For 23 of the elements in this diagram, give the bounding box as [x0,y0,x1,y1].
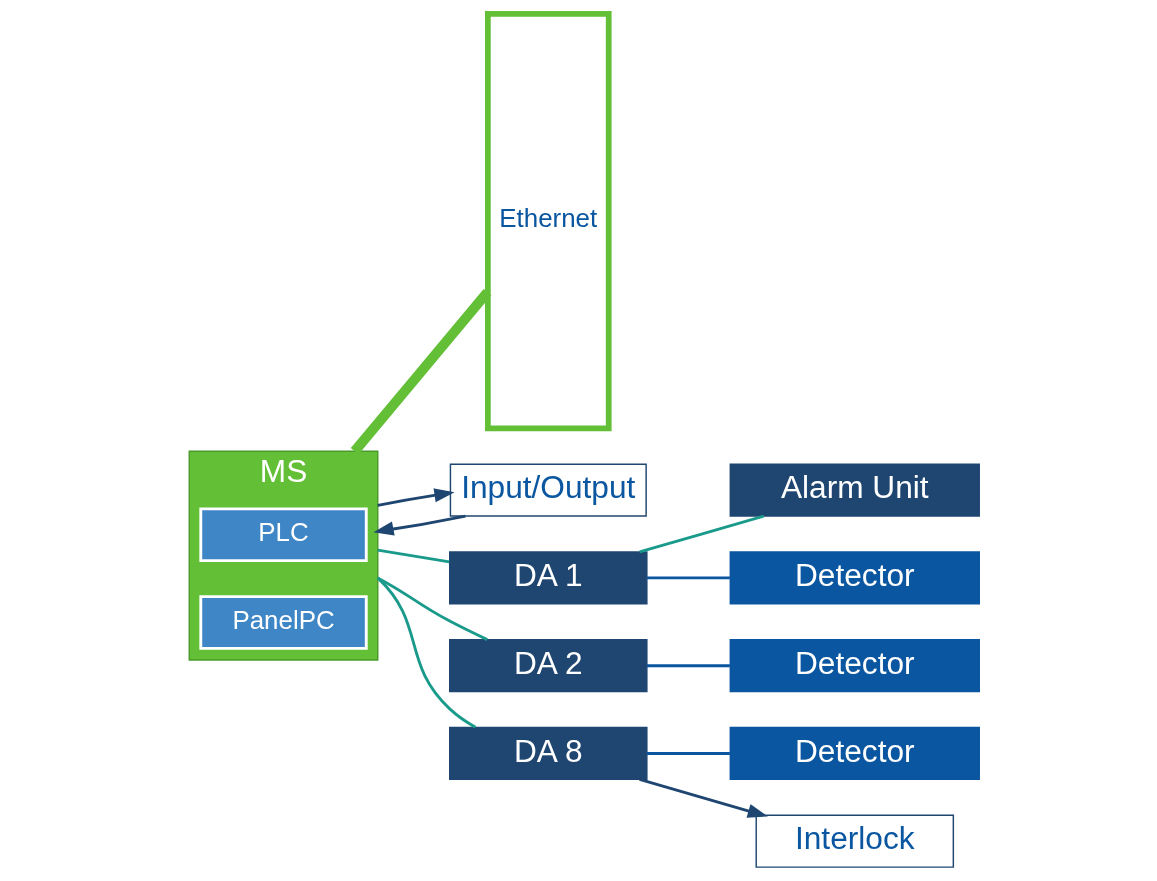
connector [376,576,477,729]
node-box: Detector [729,726,980,781]
connector [647,752,730,755]
arrow [377,488,455,507]
node-box: Detector [729,639,980,693]
node-box: Input/Output [449,463,647,517]
node-box: DA 8 [449,726,648,781]
connector [377,576,488,641]
connector [647,576,730,580]
node-box: DA 2 [449,639,648,693]
node-box: Ethernet [484,10,612,432]
node-box: Alarm Unit [729,463,980,517]
arrow [373,514,466,536]
node-box: DA 1 [449,551,648,605]
connector [647,664,730,668]
node-box: Interlock [755,814,955,868]
connector [377,548,450,564]
connector [639,514,765,554]
node-box: PLC [199,507,368,563]
node-box: Detector [729,551,980,605]
connector [350,288,492,455]
arrow [639,778,768,818]
node-box: PanelPC [199,595,368,650]
